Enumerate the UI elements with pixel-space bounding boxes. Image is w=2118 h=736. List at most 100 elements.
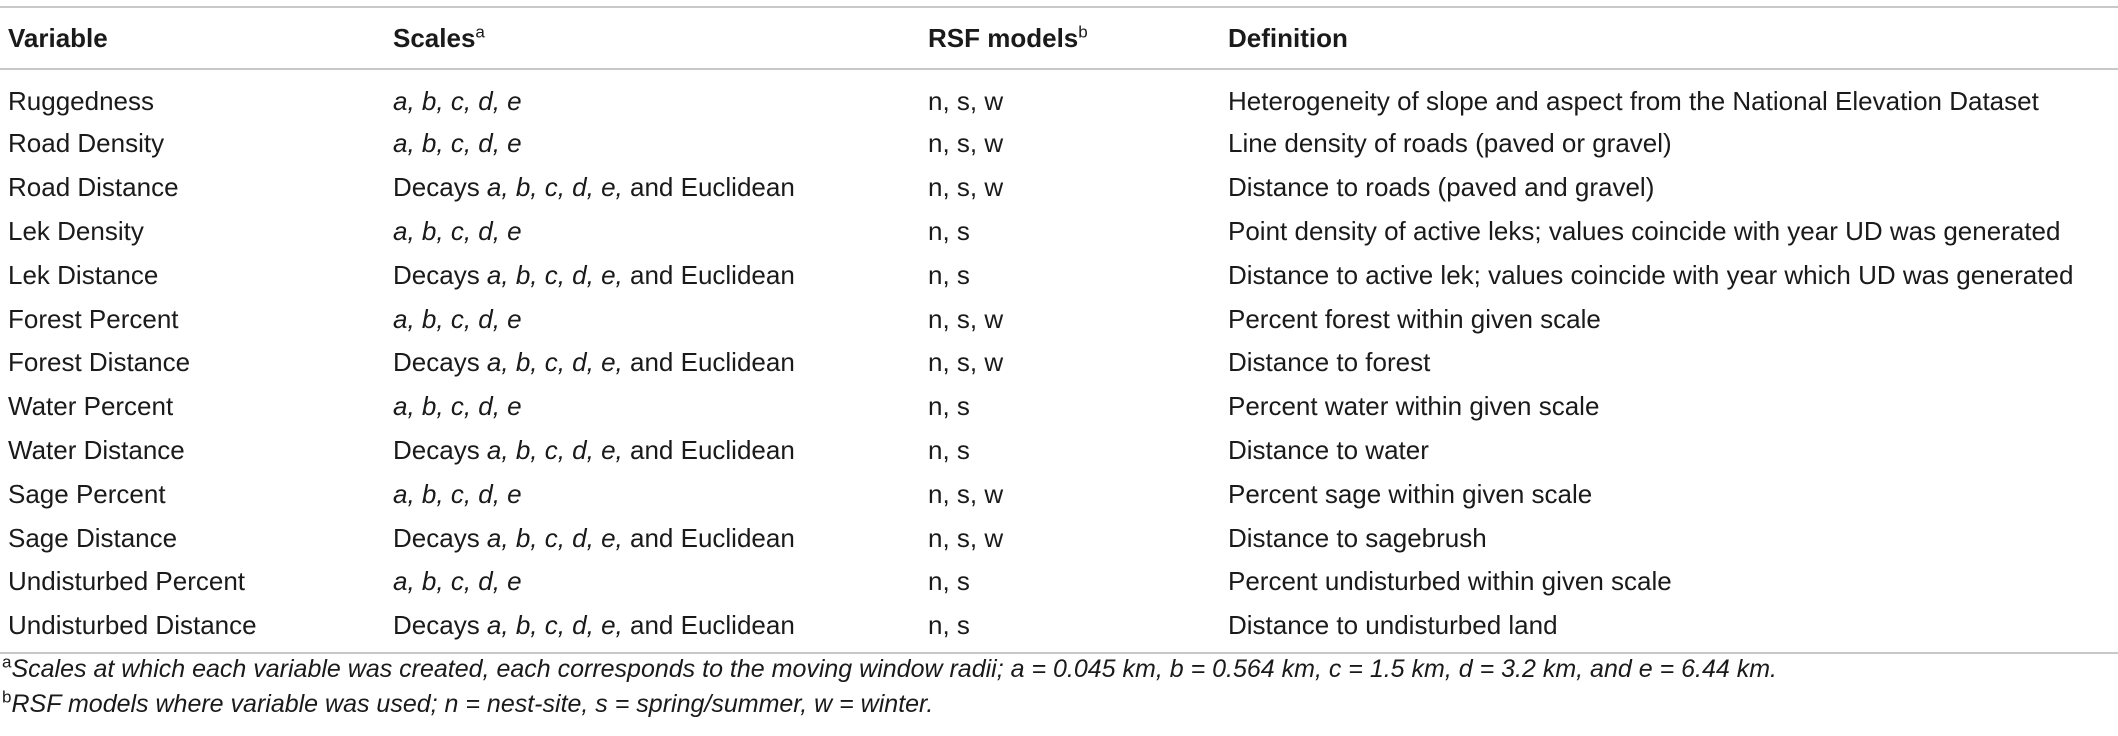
variable-name: Lek Distance bbox=[8, 259, 159, 290]
rsf-models-value: n, s bbox=[928, 391, 970, 422]
cell-variable: Ruggedness bbox=[0, 69, 385, 122]
cell-definition: Line density of roads (paved or gravel) bbox=[1220, 122, 2118, 166]
definition-text: Point density of active leks; values coi… bbox=[1228, 215, 2061, 246]
definition-text: Distance to sagebrush bbox=[1228, 522, 1487, 553]
cell-rsf-models: n, s, w bbox=[920, 297, 1220, 341]
scales-italic: a, b, c, d, e, bbox=[486, 522, 623, 553]
cell-variable: Undisturbed Distance bbox=[0, 603, 385, 654]
header-definition: Definition bbox=[1220, 6, 2118, 70]
cell-definition: Distance to forest bbox=[1220, 341, 2118, 385]
definition-text: Percent water within given scale bbox=[1228, 391, 1600, 422]
cell-scales: a, b, c, d, e bbox=[385, 297, 920, 341]
variable-name: Forest Percent bbox=[8, 303, 179, 334]
cell-rsf-models: n, s bbox=[920, 385, 1220, 429]
cell-definition: Percent sage within given scale bbox=[1220, 472, 2118, 516]
cell-scales: Decays a, b, c, d, e, and Euclidean bbox=[385, 166, 920, 210]
table-row: Lek Density a, b, c, d, e n, s Point densit… bbox=[0, 210, 2118, 254]
cell-rsf-models: n, s, w bbox=[920, 122, 1220, 166]
cell-variable: Lek Density bbox=[0, 210, 385, 254]
variable-name: Road Distance bbox=[8, 172, 179, 203]
rsf-models-value: n, s, w bbox=[928, 128, 1004, 159]
scales-italic: a, b, c, d, e, bbox=[486, 259, 623, 290]
cell-rsf-models: n, s bbox=[920, 210, 1220, 254]
cell-scales: a, b, c, d, e bbox=[385, 122, 920, 166]
scales-italic: a, b, c, d, e bbox=[393, 303, 522, 334]
definition-text: Distance to undisturbed land bbox=[1228, 610, 1558, 641]
rsf-models-value: n, s, w bbox=[928, 303, 1004, 334]
cell-rsf-models: n, s, w bbox=[920, 472, 1220, 516]
scales-italic: a, b, c, d, e bbox=[393, 128, 522, 159]
cell-definition: Percent undisturbed within given scale bbox=[1220, 560, 2118, 604]
table-header: Variable Scalesa RSF modelsb Definition bbox=[0, 6, 2118, 70]
scales-italic: a, b, c, d, e, bbox=[486, 434, 623, 465]
cell-definition: Distance to undisturbed land bbox=[1220, 603, 2118, 654]
table-row: Forest Percent a, b, c, d, e n, s, w Percen… bbox=[0, 297, 2118, 341]
cell-rsf-models: n, s, w bbox=[920, 341, 1220, 385]
cell-scales: a, b, c, d, e bbox=[385, 210, 920, 254]
cell-scales: a, b, c, d, e bbox=[385, 560, 920, 604]
cell-definition: Heterogeneity of slope and aspect from t… bbox=[1220, 69, 2118, 122]
rsf-models-value: n, s, w bbox=[928, 522, 1004, 553]
scales-suffix: and Euclidean bbox=[622, 434, 795, 465]
scales-italic: a, b, c, d, e bbox=[393, 566, 522, 597]
scales-suffix: and Euclidean bbox=[622, 259, 795, 290]
cell-scales: Decays a, b, c, d, e, and Euclidean bbox=[385, 603, 920, 654]
variable-name: Undisturbed Distance bbox=[8, 610, 257, 641]
cell-rsf-models: n, s, w bbox=[920, 166, 1220, 210]
table-row: Undisturbed Distance Decays a, b, c, d, e… bbox=[0, 603, 2118, 654]
definition-text: Heterogeneity of slope and aspect from t… bbox=[1228, 85, 2039, 116]
definition-text: Percent sage within given scale bbox=[1228, 478, 1593, 509]
scales-suffix: and Euclidean bbox=[622, 522, 795, 553]
rsf-models-value: n, s bbox=[928, 566, 970, 597]
table-row: Road Distance Decays a, b, c, d, e, and E… bbox=[0, 166, 2118, 210]
cell-definition: Percent forest within given scale bbox=[1220, 297, 2118, 341]
cell-scales: Decays a, b, c, d, e, and Euclidean bbox=[385, 341, 920, 385]
definition-text: Percent undisturbed within given scale bbox=[1228, 566, 1672, 597]
cell-variable: Forest Percent bbox=[0, 297, 385, 341]
cell-scales: a, b, c, d, e bbox=[385, 69, 920, 122]
footnote-b: bRSF models where variable was used; n =… bbox=[2, 687, 934, 718]
scales-prefix: Decays bbox=[393, 434, 487, 465]
rsf-models-value: n, s, w bbox=[928, 172, 1004, 203]
table-row: Forest Distance Decays a, b, c, d, e, and… bbox=[0, 341, 2118, 385]
table-footnotes: aScales at which each variable was creat… bbox=[0, 652, 2118, 722]
header-rsf-models: RSF modelsb bbox=[920, 6, 1220, 70]
header-row: Variable Scalesa RSF modelsb Definition bbox=[0, 6, 2118, 70]
scales-italic: a, b, c, d, e bbox=[393, 215, 522, 246]
scales-italic: a, b, c, d, e, bbox=[486, 610, 623, 641]
cell-rsf-models: n, s, w bbox=[920, 516, 1220, 560]
rsf-models-value: n, s, w bbox=[928, 478, 1004, 509]
scales-italic: a, b, c, d, e bbox=[393, 85, 522, 116]
cell-variable: Lek Distance bbox=[0, 253, 385, 297]
definition-text: Distance to water bbox=[1228, 434, 1429, 465]
definition-text: Line density of roads (paved or gravel) bbox=[1228, 128, 1672, 159]
variable-name: Forest Distance bbox=[8, 347, 191, 378]
scales-italic: a, b, c, d, e bbox=[393, 478, 522, 509]
rsf-models-value: n, s bbox=[928, 215, 970, 246]
cell-rsf-models: n, s bbox=[920, 253, 1220, 297]
cell-definition: Distance to roads (paved and gravel) bbox=[1220, 166, 2118, 210]
cell-scales: a, b, c, d, e bbox=[385, 385, 920, 429]
rsf-models-value: n, s bbox=[928, 259, 970, 290]
header-scales: Scalesa bbox=[385, 6, 920, 70]
scales-italic: a, b, c, d, e bbox=[393, 391, 522, 422]
scales-prefix: Decays bbox=[393, 347, 487, 378]
table-body: Ruggedness a, b, c, d, e n, s, w Heterogene… bbox=[0, 69, 2118, 654]
rsf-models-value: n, s bbox=[928, 610, 970, 641]
variable-name: Road Density bbox=[8, 128, 165, 159]
variables-table: Variable Scalesa RSF modelsb Definition … bbox=[0, 6, 2118, 654]
scales-prefix: Decays bbox=[393, 172, 487, 203]
cell-rsf-models: n, s bbox=[920, 429, 1220, 473]
cell-variable: Undisturbed Percent bbox=[0, 560, 385, 604]
table-row: Lek Distance Decays a, b, c, d, e, and Eu… bbox=[0, 253, 2118, 297]
definition-text: Distance to roads (paved and gravel) bbox=[1228, 172, 1655, 203]
variable-name: Water Distance bbox=[8, 434, 185, 465]
scales-prefix: Decays bbox=[393, 259, 487, 290]
scales-suffix: and Euclidean bbox=[622, 172, 795, 203]
variable-name: Ruggedness bbox=[8, 85, 154, 116]
variable-name: Sage Distance bbox=[8, 522, 178, 553]
cell-variable: Road Density bbox=[0, 122, 385, 166]
